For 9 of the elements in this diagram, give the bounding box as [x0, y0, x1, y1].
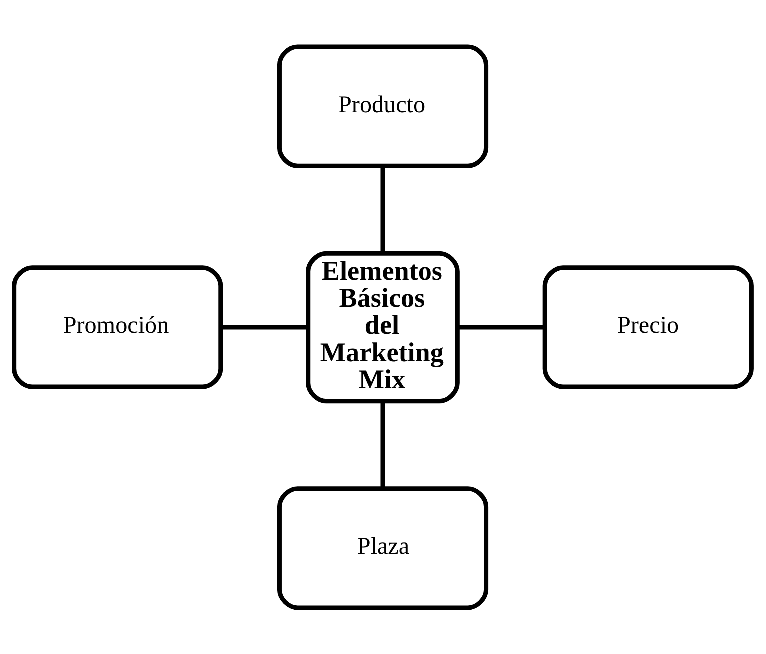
connector [380, 401, 386, 488]
node-box: Promoción [12, 265, 224, 389]
connector [458, 324, 544, 330]
node-box: Producto [277, 44, 489, 168]
node-box: Precio [542, 265, 754, 389]
connector [380, 166, 386, 253]
node-box: Elementos Básicos del Marketing Mix [306, 250, 460, 404]
connector [221, 324, 308, 330]
node-box: Plaza [277, 486, 489, 610]
